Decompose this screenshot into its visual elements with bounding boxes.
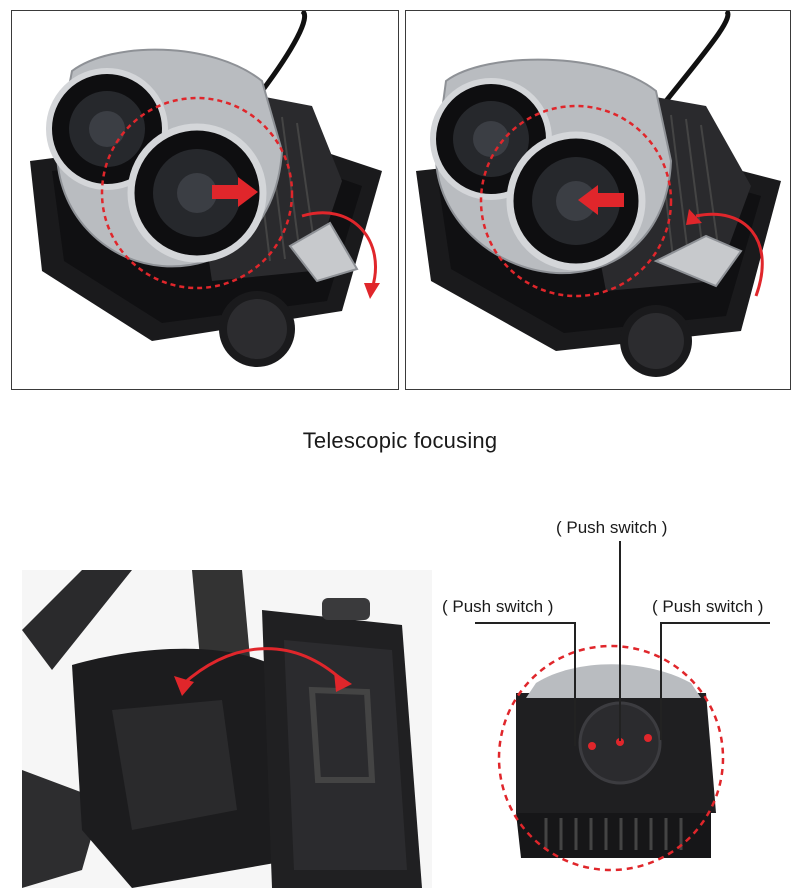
headlamp-focus-in-photo (405, 10, 791, 390)
headlamp-focus-out-photo (11, 10, 399, 390)
headlamp-mount-rotation-photo (22, 570, 432, 888)
caption-telescopic-focusing: Telescopic focusing (302, 428, 498, 453)
leader-line-top (619, 541, 621, 741)
leader-line-left-v (574, 622, 576, 746)
push-switch-label-left: ( Push switch ) (442, 597, 554, 616)
push-switch-label-right: ( Push switch ) (652, 597, 764, 616)
push-switch-label-top: ( Push switch ) (556, 518, 668, 537)
leader-line-left-h (475, 622, 575, 624)
leader-line-right-h (660, 622, 770, 624)
leader-line-right-v (660, 622, 662, 740)
push-switch-closeup-photo (496, 638, 726, 878)
